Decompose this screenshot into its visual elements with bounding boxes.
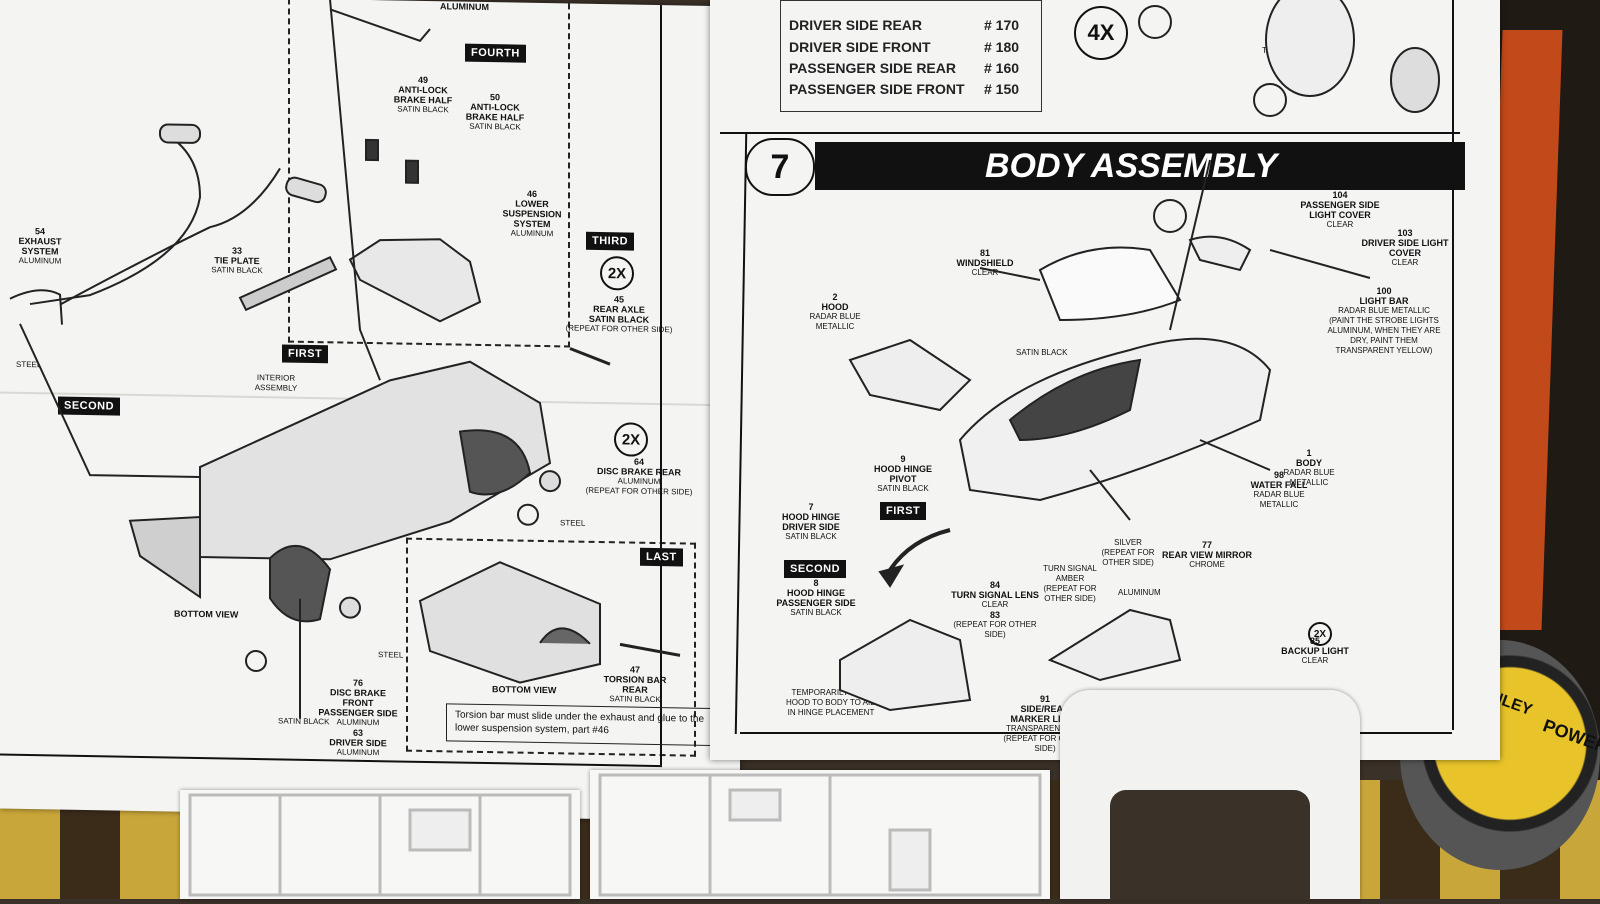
panel-border-right2 — [1452, 0, 1454, 730]
chassis-diagram — [9, 0, 681, 719]
badge-4x: 4X — [1074, 6, 1128, 60]
body-diagram — [839, 0, 1440, 712]
tire-placement-table: DRIVER SIDE REAR# 170 DRIVER SIDE FRONT#… — [780, 0, 1042, 112]
car-body-opening — [1110, 790, 1310, 900]
table-row: PASSENGER SIDE REAR# 160 — [789, 60, 1020, 76]
tag-second-body: SECOND — [784, 560, 847, 578]
instruction-sheet-left: FOURTH THIRD FIRST SECOND LAST 2X 2X ALU… — [0, 0, 740, 822]
label-silver: SILVER (REPEAT FOR OTHER SIDE) — [1101, 538, 1155, 567]
label-turn-amber: TURN SIGNAL AMBER (REPEAT FOR OTHER SIDE… — [1043, 564, 1097, 603]
label-satin-black-right: SATIN BLACK — [1016, 348, 1068, 357]
plastic-car-body — [1060, 690, 1360, 900]
table-row: PASSENGER SIDE FRONT# 150 — [789, 81, 1020, 97]
table-row: DRIVER SIDE FRONT# 180 — [789, 39, 1020, 55]
step-number: 7 — [745, 138, 815, 196]
step-title: BODY ASSEMBLY — [815, 142, 1465, 190]
sprue-center — [590, 770, 1050, 899]
badge-2x-backup: 2X — [1308, 622, 1332, 646]
label-tape-note: TEMPORARILY TAPE HOOD TO BODY TO AID IN … — [786, 688, 876, 717]
table-row: DRIVER SIDE REAR# 170 — [789, 17, 1020, 33]
step-header: 7 BODY ASSEMBLY — [745, 138, 1465, 196]
tag-first-body: FIRST — [880, 502, 927, 520]
sprue-center-frame — [598, 773, 1042, 897]
sprue-left-frame — [188, 793, 572, 897]
panel-divider — [720, 132, 1460, 134]
label-aluminum-right: ALUMINUM — [1118, 588, 1161, 597]
sprue-left — [180, 790, 580, 899]
